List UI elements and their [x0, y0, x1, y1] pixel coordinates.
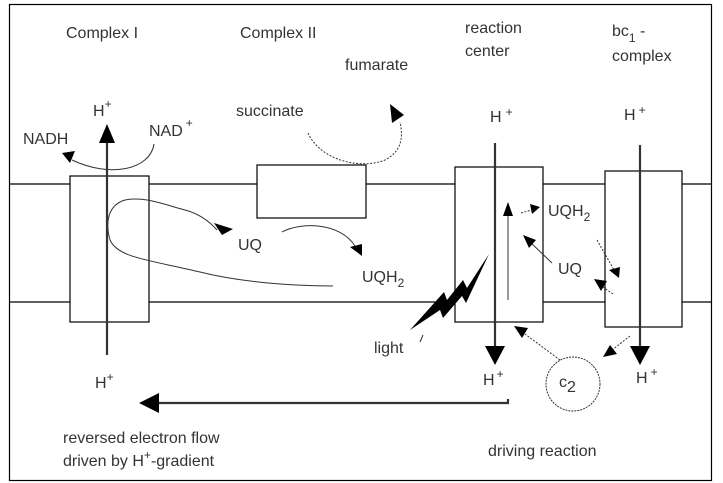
bc1-to-uq-arrow	[599, 284, 614, 295]
reaction-center-electron-arrowhead	[503, 202, 513, 216]
diagram-frame	[8, 3, 713, 482]
bc1-to-c2-arrowhead	[603, 345, 617, 357]
complex-2-label: Complex II	[240, 25, 316, 42]
uqh2-right-label: UQH2	[548, 203, 591, 224]
reversed-flow-caption-line2: driven by H+-gradient	[63, 448, 215, 470]
driving-reaction-caption: driving reaction	[488, 443, 597, 460]
complex-1-h-plus-bottom: H+	[95, 370, 114, 392]
reaction-center-proton-arrowhead	[485, 346, 505, 365]
uqh2-left-label: UQH2	[362, 269, 405, 290]
nadh-arrowhead	[62, 151, 75, 163]
uqh2-to-bc1-arrow	[596, 239, 615, 271]
uq-left-label: UQ	[238, 237, 262, 254]
fumarate-arrowhead	[390, 104, 404, 123]
rc-h-plus-top: H+	[490, 105, 513, 126]
rc-h-plus-bottom: H+	[483, 367, 504, 389]
bc1-complex-box	[604, 170, 683, 328]
c2-to-rc-arrow	[524, 333, 561, 361]
rc-to-uqh2-arrowhead	[530, 204, 540, 214]
bc1-h-plus-bottom: H+	[636, 365, 658, 387]
complex-1-box	[69, 175, 150, 323]
succinate-label: succinate	[236, 103, 304, 120]
uq-to-uqh2-arc	[281, 225, 356, 247]
complex-1-electron-loop	[107, 198, 334, 287]
bc1-h-plus-top: H+	[624, 103, 646, 124]
bc1-to-c2-arrow	[611, 335, 631, 351]
light-label: light	[374, 340, 404, 357]
c2-to-rc-arrowhead	[514, 326, 528, 338]
uqh2-left-arrowhead	[350, 244, 362, 256]
bc1-complex-label-line1: bc1 -	[612, 23, 645, 45]
bc1-complex-label-line2: complex	[612, 48, 672, 65]
light-bolt-icon	[410, 254, 489, 330]
bc1-proton-arrowhead	[630, 346, 650, 365]
c2-circle	[545, 356, 601, 412]
light-pointer-line	[419, 334, 424, 343]
uq-left-arrowhead	[214, 223, 233, 235]
complex-1-proton-arrowhead	[99, 124, 115, 143]
nad-to-nadh-arc	[71, 143, 155, 171]
uq-right-label: UQ	[558, 261, 582, 278]
fumarate-label: fumarate	[345, 57, 408, 74]
rc-to-uqh2-arrow	[520, 209, 533, 214]
succinate-to-fumarate-arc	[307, 121, 402, 165]
reaction-center-label-line2: center	[465, 43, 510, 60]
reaction-center-label-line1: reaction	[465, 20, 522, 37]
nad-plus-label: NAD+	[149, 116, 193, 140]
uq-to-rc-arrowhead	[523, 235, 536, 248]
bc1-to-uq-arrowhead	[594, 279, 607, 291]
reversed-flow-arrowhead	[139, 393, 159, 413]
complex-2-box	[256, 164, 367, 219]
complex-1-h-plus-top: H+	[93, 97, 112, 120]
uq-to-rc-arrow	[529, 241, 553, 264]
uqh2-to-bc1-arrowhead	[609, 267, 620, 278]
nadh-label: NADH	[23, 131, 68, 148]
complex-1-label: Complex I	[66, 25, 138, 42]
reversed-flow-caption-line1: reversed electron flow	[63, 430, 220, 447]
c2-label: c2	[559, 374, 576, 396]
reversed-flow-arrow	[158, 399, 510, 405]
